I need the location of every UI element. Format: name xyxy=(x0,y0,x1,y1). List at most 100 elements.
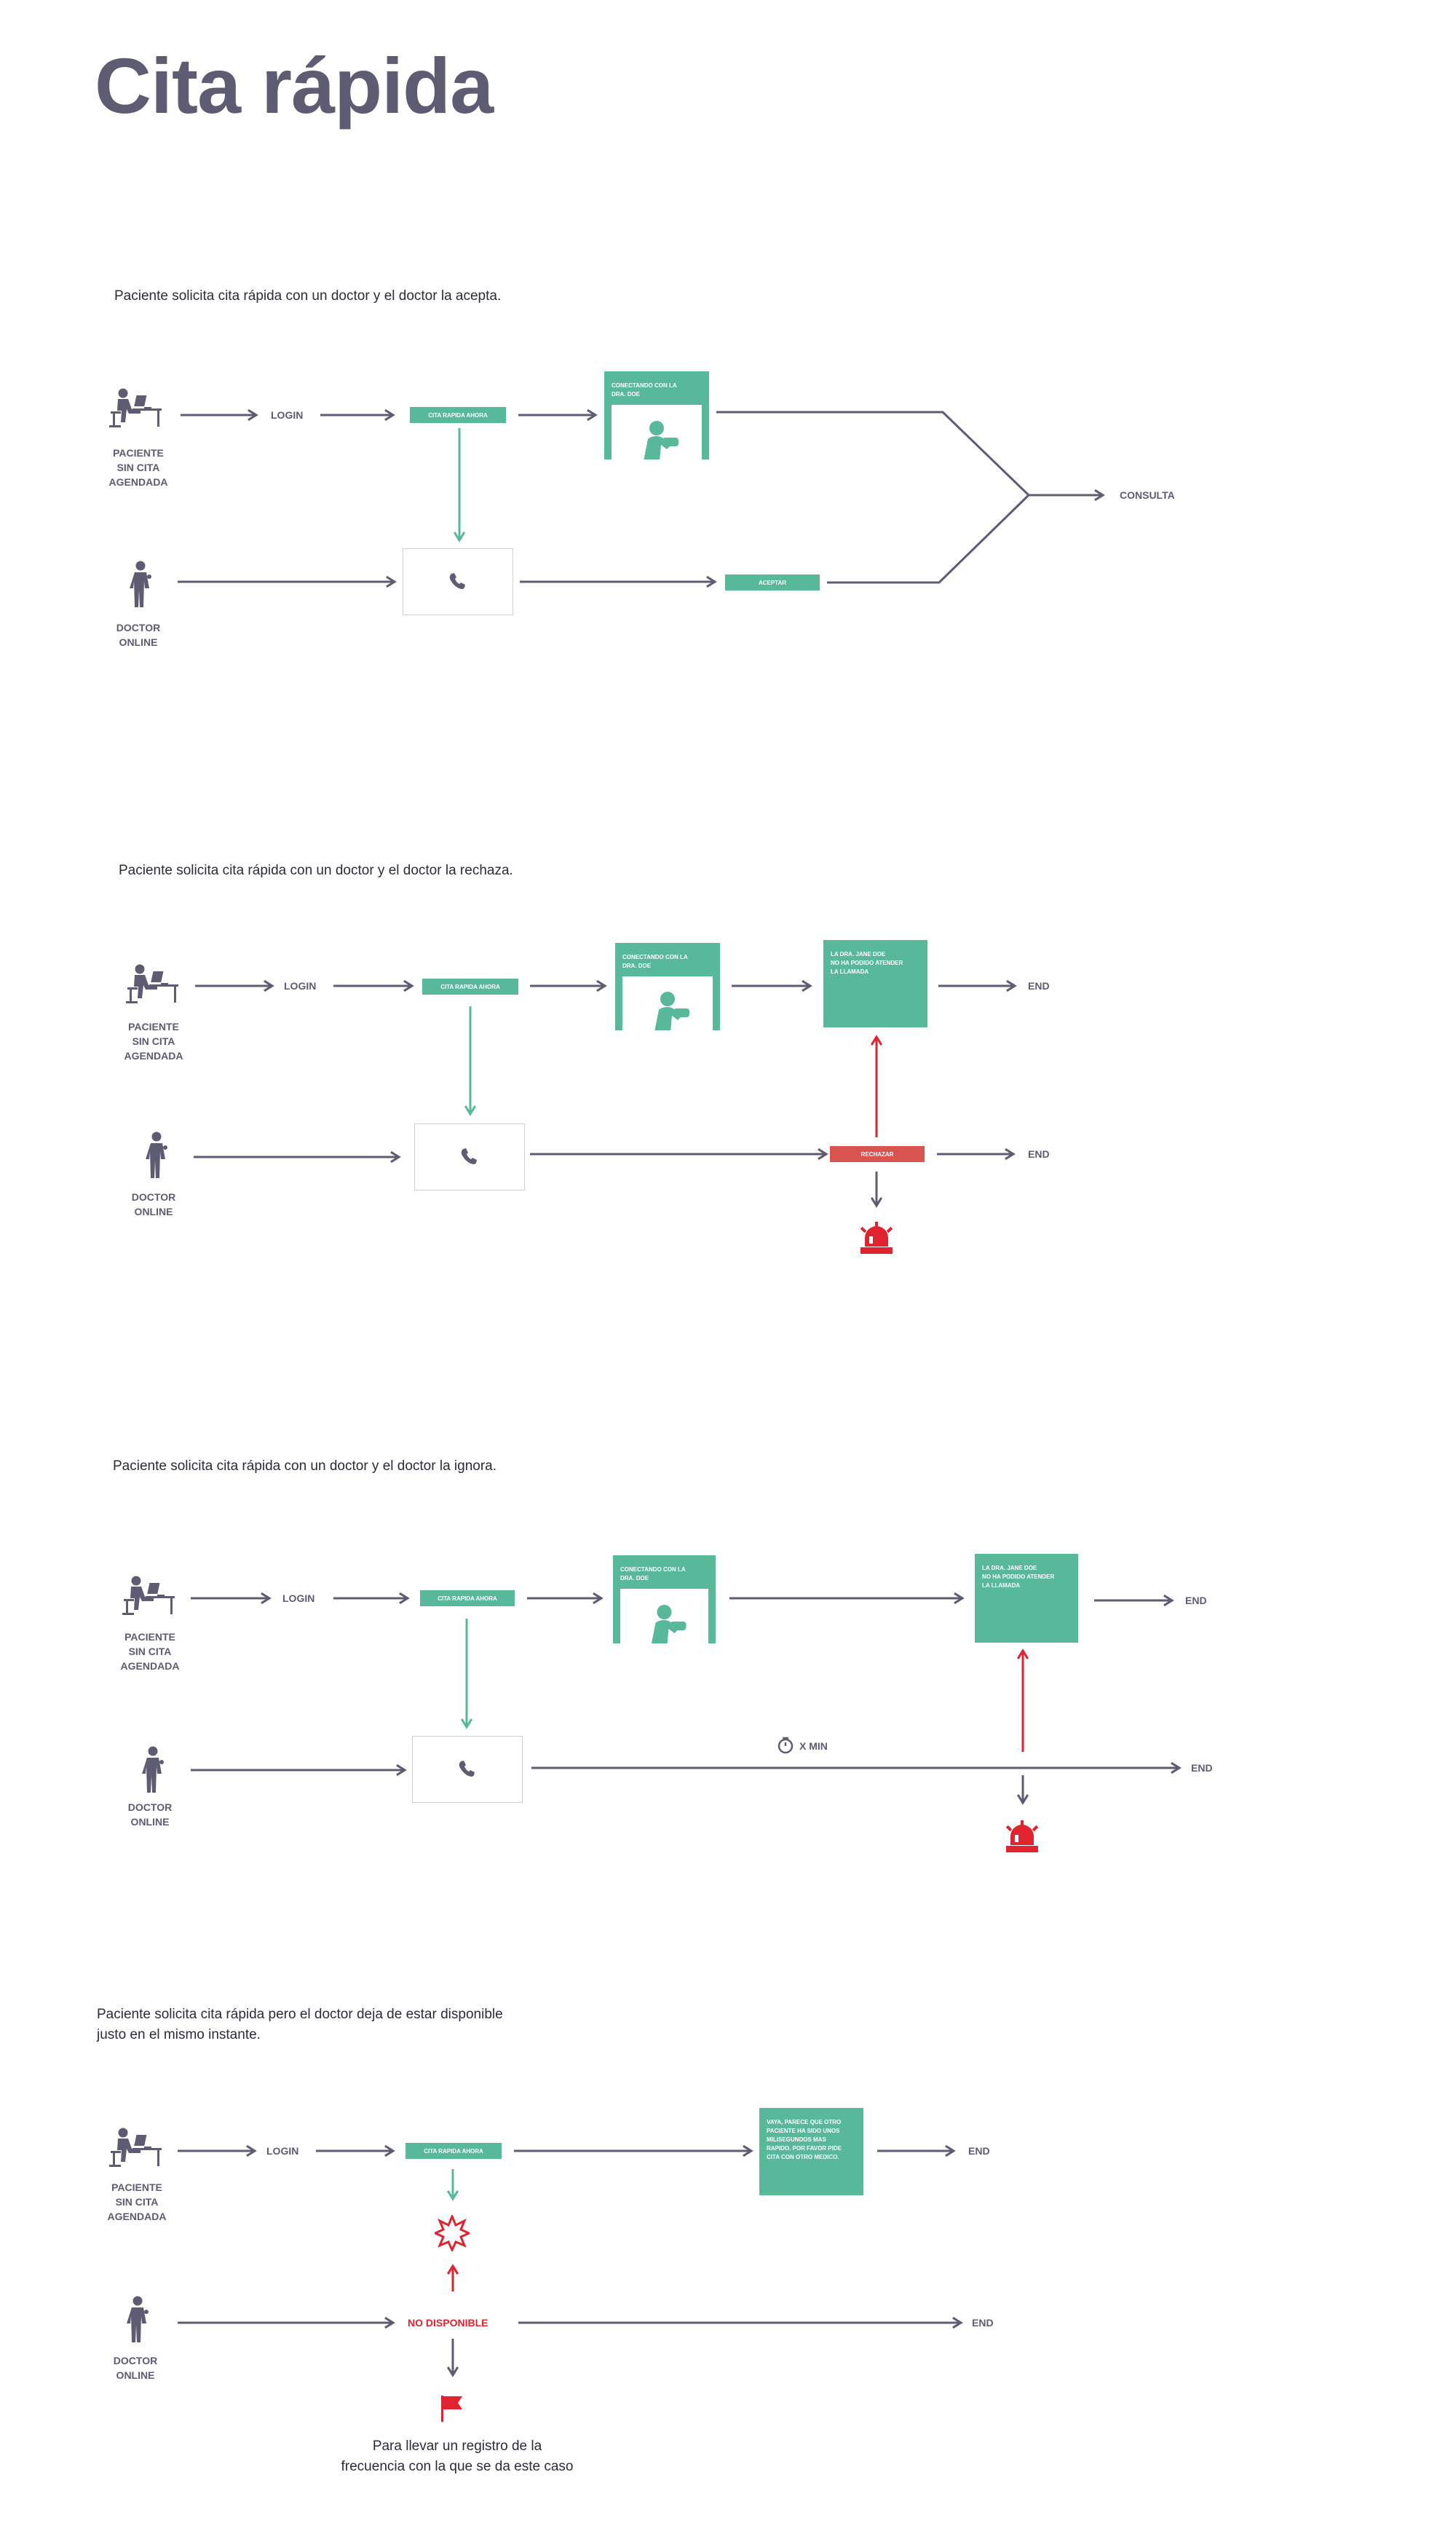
s2-phone-screen xyxy=(414,1124,525,1190)
s2-rechazar-to-noanswer-arrowhead xyxy=(870,1035,883,1046)
s3-end-label-2: END xyxy=(1191,1762,1213,1774)
s1-cita-to-connecting-arrowhead xyxy=(587,408,598,422)
scenario-3-description: Paciente solicita cita rápida con un doc… xyxy=(113,1458,497,1474)
page-title: Cita rápida xyxy=(95,42,494,130)
s2-rechazar-button: RECHAZAR xyxy=(830,1146,925,1162)
phone-icon xyxy=(459,1761,475,1777)
doctor-avatar-icon xyxy=(654,992,689,1032)
s3-timeout-to-alarm-arrowhead xyxy=(1016,1794,1029,1805)
s3-cita-to-connecting-arrowhead xyxy=(593,1592,604,1605)
s4-nodisp-to-conflict-arrowhead xyxy=(446,2264,459,2275)
s2-noanswer-to-end-arrowhead xyxy=(1006,979,1017,992)
s3-phone-screen xyxy=(412,1736,523,1803)
s2-cita-rapida-button: CITA RAPIDA AHORA xyxy=(422,979,518,995)
s2-patient-to-login-arrowhead xyxy=(264,979,274,992)
s1-connecting-to-consulta-arrowhead xyxy=(1094,489,1105,502)
s2-rechazar-to-alarm-arrowhead xyxy=(870,1197,883,1208)
s4-end-label-2: END xyxy=(972,2317,994,2329)
s1-aceptar-button: ACEPTAR xyxy=(725,574,820,591)
patient-at-desk-icon xyxy=(109,2128,162,2167)
s1-login-label: LOGIN xyxy=(271,409,304,421)
s3-login-label: LOGIN xyxy=(282,1592,315,1604)
patient-at-desk-icon xyxy=(122,1576,175,1615)
s2-cita-to-phone-arrowhead xyxy=(464,1105,477,1116)
s3-noanswer-to-end-arrowhead xyxy=(1163,1594,1174,1607)
s2-end-label-1: END xyxy=(1028,980,1050,992)
s3-connecting-screen-viewport xyxy=(620,1589,708,1645)
flag-icon xyxy=(441,2396,462,2422)
s1-cita-to-phone-arrowhead xyxy=(453,532,466,542)
s1-phone-screen xyxy=(403,548,513,615)
doctor-icon xyxy=(146,1132,167,1178)
s1-connecting-to-consulta xyxy=(716,411,1103,497)
s4-cita-rapida-button: CITA RAPIDA AHORA xyxy=(405,2143,502,2159)
s3-phone-to-end-arrowhead xyxy=(1171,1761,1182,1774)
s2-login-label: LOGIN xyxy=(284,980,317,992)
s3-doctor-to-phone-arrowhead xyxy=(396,1764,407,1777)
s4-taken-to-end-arrowhead xyxy=(945,2144,956,2157)
s4-cita-to-taken-arrowhead xyxy=(743,2144,753,2157)
s4-end-label-1: END xyxy=(968,2145,990,2157)
s1-consulta-label: CONSULTA xyxy=(1120,489,1175,501)
s4-cita-to-conflict-arrowhead xyxy=(446,2190,459,2201)
scenario-4-description: Paciente solicita cita rápida pero el do… xyxy=(97,2007,503,2042)
s3-end-label-1: END xyxy=(1185,1595,1207,1606)
s3-connecting-to-noanswer-arrowhead xyxy=(954,1592,965,1605)
timer-icon xyxy=(778,1737,794,1754)
doctor-avatar-icon xyxy=(644,421,678,461)
doctor-icon xyxy=(142,1746,164,1793)
s1-cita-rapida-button: CITA RAPIDA AHORA xyxy=(410,407,506,423)
s3-patient-to-login-arrowhead xyxy=(261,1592,272,1605)
s1-aceptar-to-consulta xyxy=(827,494,1030,584)
explosion-icon xyxy=(435,2215,470,2251)
doctor-icon xyxy=(127,2296,149,2342)
s3-x-min-label: X MIN xyxy=(799,1740,828,1752)
s4-patient-to-login-arrowhead xyxy=(246,2144,257,2157)
s4-login-to-cita-arrowhead xyxy=(384,2144,395,2157)
s2-cita-to-connecting-arrowhead xyxy=(596,979,607,992)
doctor-avatar-icon xyxy=(651,1605,687,1645)
doctor-icon xyxy=(130,561,151,607)
s2-phone-to-rechazar-arrowhead xyxy=(818,1148,828,1161)
s2-doctor-to-phone-arrowhead xyxy=(390,1150,401,1164)
s3-timeout-to-noanswer-arrowhead xyxy=(1016,1648,1029,1659)
s2-login-to-cita-arrowhead xyxy=(403,979,414,992)
s2-rechazar-to-end-arrowhead xyxy=(1005,1148,1016,1161)
s3-cita-rapida-button: CITA RAPIDA AHORA xyxy=(420,1590,515,1606)
phone-icon xyxy=(461,1148,477,1164)
patient-at-desk-icon xyxy=(126,964,178,1003)
s2-connecting-to-noanswer-arrowhead xyxy=(802,979,812,992)
phone-icon xyxy=(449,573,465,589)
scenario-2-description: Paciente solicita cita rápida con un doc… xyxy=(119,863,513,878)
alarm-siren-icon xyxy=(860,1222,893,1254)
patient-at-desk-icon xyxy=(109,388,162,427)
s1-patient-to-login-arrowhead xyxy=(248,408,258,422)
s2-end-label-2: END xyxy=(1028,1148,1050,1160)
scenario-1-description: Paciente solicita cita rápida con un doc… xyxy=(114,288,502,304)
s3-cita-to-phone-arrowhead xyxy=(460,1718,473,1729)
s2-connecting-screen-viewport xyxy=(622,976,713,1032)
s1-login-to-cita-arrowhead xyxy=(384,408,395,422)
s1-doctor-to-phone-arrowhead xyxy=(386,575,397,588)
